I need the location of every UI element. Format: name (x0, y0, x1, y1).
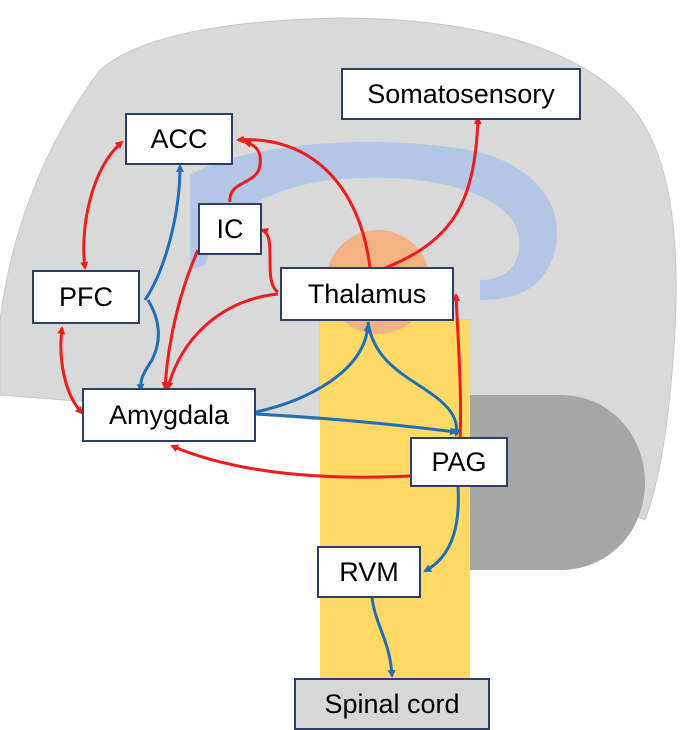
amygdala-pag-arrow (255, 412, 458, 436)
pfc-amygdala-arrow (57, 326, 84, 415)
pag-box: PAG (410, 437, 508, 487)
spinal-cord-box: Spinal cord (294, 678, 490, 730)
thalamus-pag-arrow (366, 321, 462, 437)
red-pathways (57, 116, 482, 479)
brainstem-shape (320, 320, 470, 680)
ic-acc-arrow (228, 139, 262, 203)
amygdala-thalamus-arrow (255, 323, 372, 414)
ic-box: IC (198, 203, 262, 255)
thalamus-amygdala-arrow (165, 292, 279, 390)
amygdala-box: Amygdala (82, 388, 256, 442)
pfc-box: PFC (32, 270, 140, 324)
acc-pfc-arrow (80, 140, 124, 270)
pag-rvm-arrow (423, 485, 460, 573)
pfc-amygdala-blue-arrow (136, 299, 160, 392)
thalamus-somatosensory-arrow (384, 116, 482, 270)
pfc-acc-arrow (143, 164, 184, 301)
thalamus-box: Thalamus (280, 267, 454, 321)
thalamus-ic-arrow (260, 227, 280, 294)
blue-pathways (136, 164, 462, 678)
rvm-spinal-arrow (370, 596, 396, 678)
rvm-box: RVM (317, 546, 421, 598)
somatosensory-box: Somatosensory (341, 68, 581, 120)
pag-amygdala-arrow (170, 444, 411, 479)
acc-box: ACC (125, 113, 233, 165)
corpus-callosum-shape (190, 141, 558, 300)
thalamus-acc-arrow (236, 135, 372, 269)
ic-amygdala-arrow (161, 249, 200, 390)
pag-thalamus-arrow (452, 293, 463, 441)
